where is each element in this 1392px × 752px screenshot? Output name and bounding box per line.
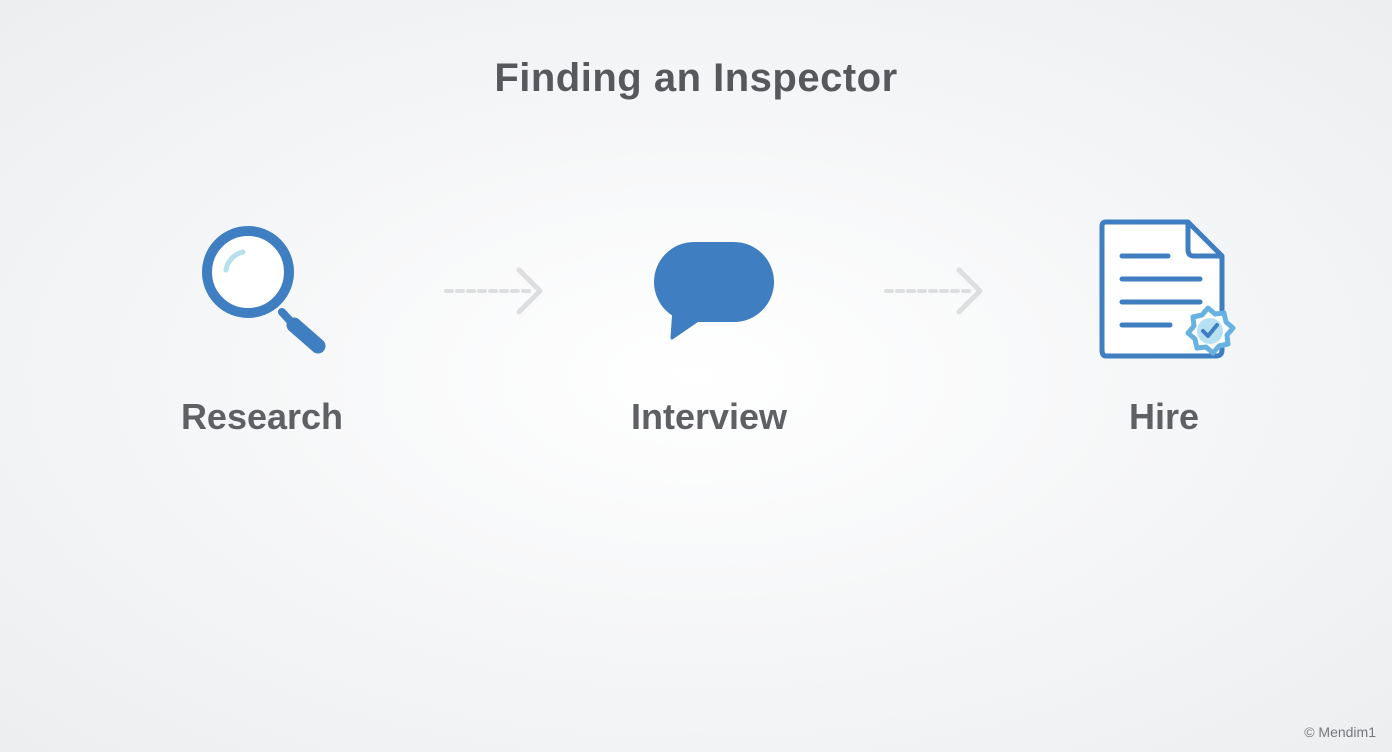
step-label-hire: Hire <box>1128 396 1200 437</box>
dashed-arrow-icon <box>880 264 988 318</box>
dashed-arrow-icon <box>440 264 548 318</box>
magnifying-glass-icon <box>196 224 332 360</box>
watermark: © Mendim1 <box>1304 724 1376 740</box>
step-label-research: Research <box>180 396 344 437</box>
document-badge-icon <box>1096 216 1240 362</box>
page-title: Finding an Inspector <box>494 56 898 100</box>
speech-bubble-icon <box>650 238 778 344</box>
step-label-interview: Interview <box>630 396 788 437</box>
